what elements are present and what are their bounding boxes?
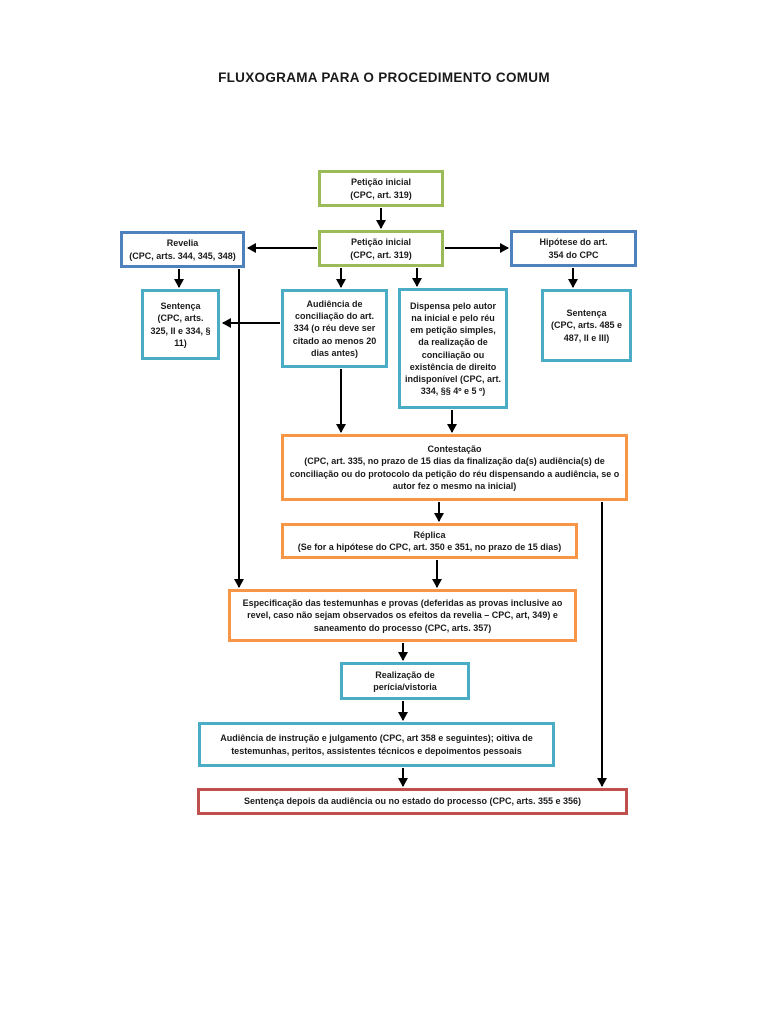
node-dispensa-conciliacao: Dispensa pelo autor na inicial e pelo ré…: [398, 288, 508, 409]
node-replica: Réplica (Se for a hipótese do CPC, art. …: [281, 523, 578, 559]
node-text: Dispensa pelo autor na inicial e pelo ré…: [405, 300, 502, 396]
node-sentenca-final: Sentença depois da audiência ou no estad…: [197, 788, 628, 815]
node-peticao-inicial-main: Petição inicial (CPC, art. 319): [318, 230, 444, 267]
node-especificacao-provas: Especificação das testemunhas e provas (…: [228, 589, 577, 642]
node-text: Especificação das testemunhas e provas (…: [242, 598, 563, 633]
node-text: Sentença depois da audiência ou no estad…: [243, 796, 582, 807]
node-detail: (CPC, arts. 344, 345, 348): [129, 250, 236, 261]
node-text: Audiência de conciliação do art. 334 (o …: [292, 299, 377, 358]
node-peticao-inicial-top: Petição inicial (CPC, art. 319): [318, 170, 444, 207]
node-text: Audiência de instrução e julgamento (CPC…: [220, 733, 533, 756]
node-detail: (CPC, arts. 325, II e 334, § 11): [150, 313, 211, 348]
node-pericia-vistoria: Realização de perícia/vistoria: [340, 662, 470, 700]
node-detail: (CPC, art. 335, no prazo de 15 dias da f…: [289, 456, 620, 491]
node-audiencia-instrucao: Audiência de instrução e julgamento (CPC…: [198, 722, 555, 767]
node-detail: (Se for a hipótese do CPC, art. 350 e 35…: [297, 542, 562, 552]
node-title: Contestação: [427, 444, 482, 455]
node-detail: (CPC, art. 319): [350, 249, 412, 260]
node-contestacao: Contestação (CPC, art. 335, no prazo de …: [281, 434, 628, 501]
node-audiencia-conciliacao: Audiência de conciliação do art. 334 (o …: [281, 289, 388, 368]
node-title: Sentença: [160, 301, 201, 312]
page-title: FLUXOGRAMA PARA O PROCEDIMENTO COMUM: [218, 70, 550, 85]
node-text: Realização de perícia/vistoria: [373, 669, 437, 692]
node-detail: (CPC, art. 319): [350, 189, 412, 200]
node-detail: 354 do CPC: [548, 249, 599, 260]
node-title: Revelia: [166, 238, 199, 249]
node-hipotese-art-354: Hipótese do art. 354 do CPC: [510, 230, 637, 267]
node-title: Hipótese do art.: [539, 237, 608, 248]
node-title: Réplica: [413, 529, 446, 540]
node-title: Sentença: [566, 308, 607, 319]
node-revelia: Revelia (CPC, arts. 344, 345, 348): [120, 231, 245, 268]
node-title: Petição inicial: [350, 177, 412, 188]
node-detail: (CPC, arts. 485 e 487, II e III): [550, 320, 623, 343]
node-sentenca-revelia: Sentença (CPC, arts. 325, II e 334, § 11…: [141, 289, 220, 360]
node-sentenca-485-487: Sentença (CPC, arts. 485 e 487, II e III…: [541, 289, 632, 362]
node-title: Petição inicial: [350, 237, 412, 248]
